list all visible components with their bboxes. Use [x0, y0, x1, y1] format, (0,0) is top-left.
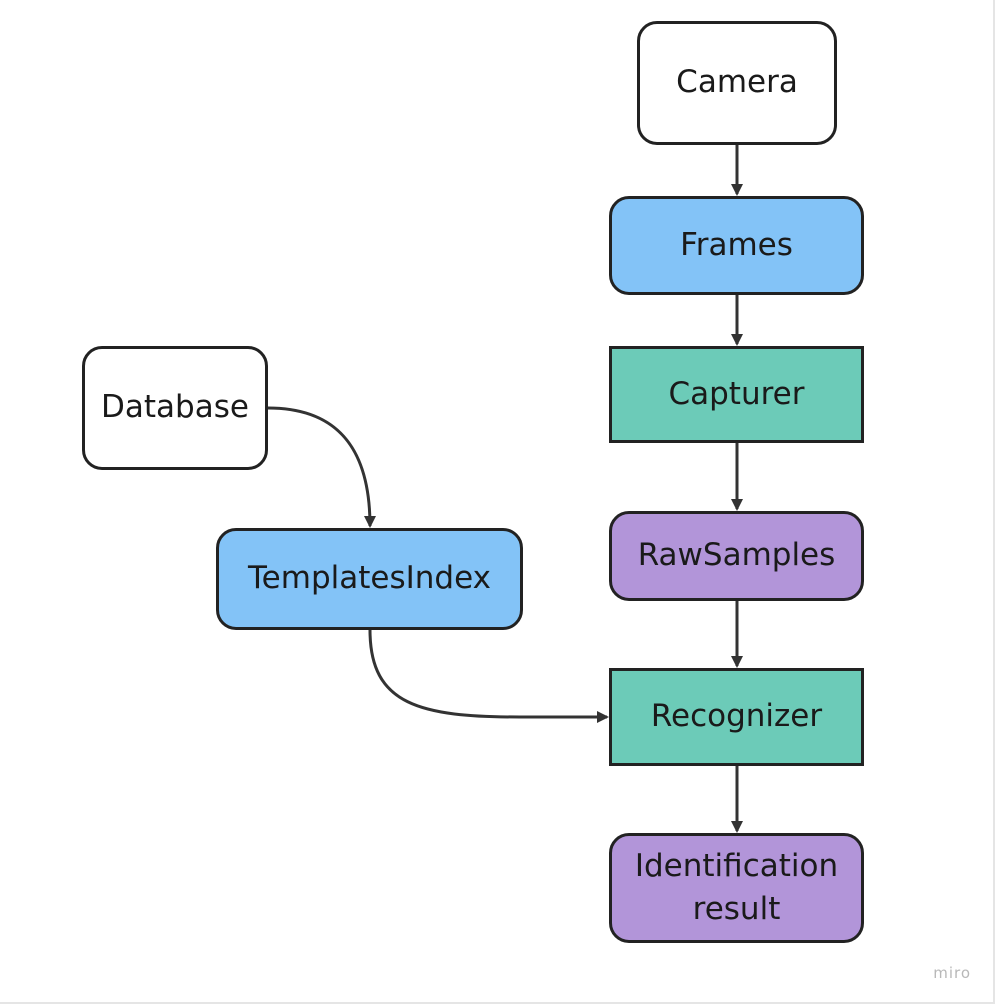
node-capturer-label: Capturer — [668, 375, 805, 412]
node-identification-result: Identification result — [609, 833, 864, 943]
node-camera-label: Camera — [676, 64, 798, 101]
node-identification-result-label: Identification result — [634, 847, 839, 927]
node-capturer: Capturer — [609, 346, 864, 443]
node-templatesindex: TemplatesIndex — [216, 528, 523, 630]
node-frames: Frames — [609, 196, 864, 295]
node-recognizer-label: Recognizer — [650, 698, 823, 735]
node-camera: Camera — [637, 21, 837, 145]
node-database-label: Database — [101, 389, 249, 426]
node-templatesindex-label: TemplatesIndex — [248, 560, 491, 597]
node-rawsamples: RawSamples — [609, 511, 864, 601]
edge-database-to-templatesindex — [267, 406, 376, 528]
node-database: Database — [82, 346, 268, 470]
node-frames-label: Frames — [680, 226, 793, 263]
miro-watermark: miro — [933, 964, 971, 982]
edge-templatesindex-to-recognizer — [368, 629, 609, 723]
node-rawsamples-label: RawSamples — [637, 537, 836, 574]
node-recognizer: Recognizer — [609, 668, 864, 766]
